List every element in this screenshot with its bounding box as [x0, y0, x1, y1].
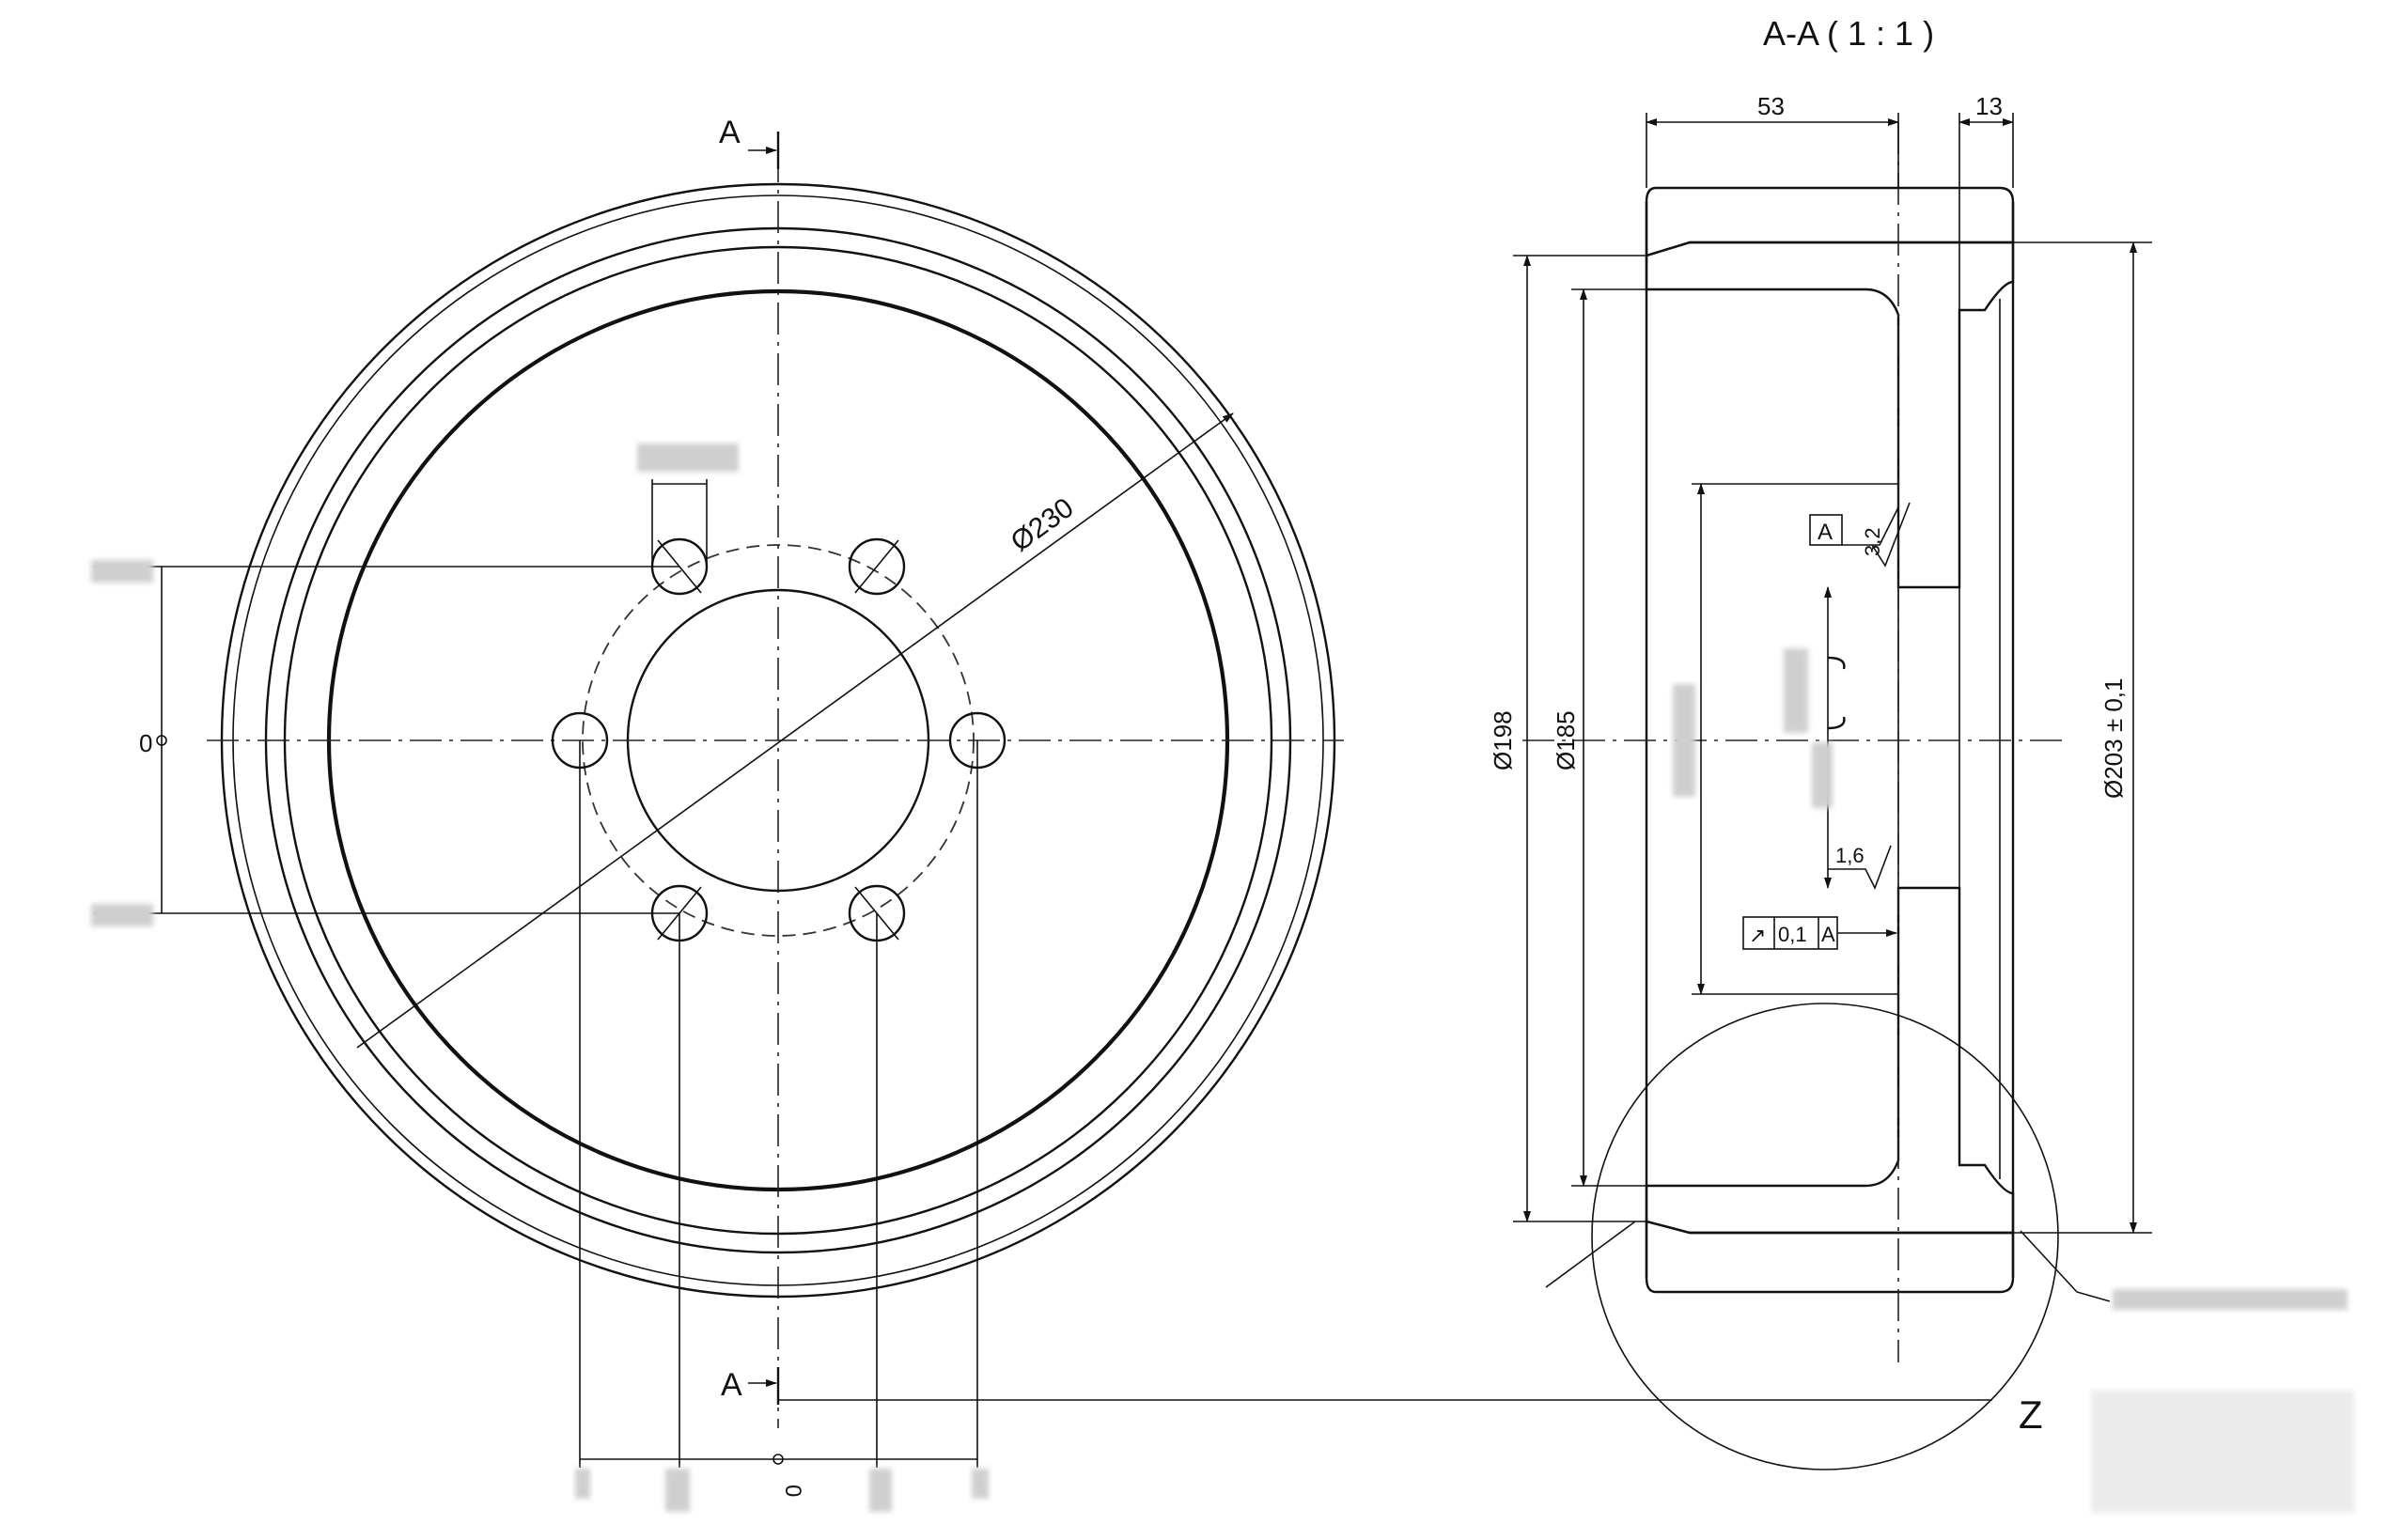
redacted-dimension — [575, 1469, 590, 1499]
datum-box — [1809, 514, 1843, 546]
diameter-dimension-line — [356, 412, 1234, 1049]
diameter-label: Ø230 — [1006, 492, 1080, 558]
detail-circle — [1591, 1003, 2059, 1470]
redacted-hole-callout — [637, 443, 739, 472]
cut-label-top: A — [719, 115, 741, 150]
redacted-dimension — [665, 1469, 690, 1512]
cut-label-bottom: A — [721, 1367, 742, 1403]
section-view: A-A ( 1 : 1 ) 53 13 Ø198 — [1489, 14, 2354, 1513]
redacted-dimension — [972, 1469, 989, 1499]
datum-label: A — [1818, 520, 1833, 545]
redacted-bore-dimension — [1673, 684, 1695, 797]
zero-bottom-label: 0 — [780, 1485, 805, 1497]
redacted-material-note — [2113, 1289, 2348, 1310]
redacted-dimension — [91, 904, 153, 926]
redacted-dimension — [869, 1469, 892, 1512]
runout-datum: A — [1821, 923, 1835, 946]
front-view: Ø230 0 0 A A — [91, 115, 1992, 1512]
runout-frame: ↗ 0,1 A — [1742, 916, 1897, 950]
width-label: 53 — [1757, 92, 1785, 120]
redacted-detail-area — [2091, 1391, 2354, 1513]
inner-diameter-label: Ø185 — [1552, 710, 1580, 770]
tread-top — [1645, 186, 2015, 257]
runout-symbol: ↗ — [1749, 924, 1766, 947]
section-title: A-A ( 1 : 1 ) — [1763, 14, 1934, 53]
runout-value: 0,1 — [1778, 923, 1807, 946]
rim-label: 13 — [1975, 92, 2003, 120]
roughness-bottom-label: 1,6 — [1835, 844, 1865, 867]
outer-diameter-label: Ø198 — [1489, 710, 1517, 770]
redacted-hub-dimension — [1812, 742, 1833, 808]
tread-diameter-label: Ø203 ± 0,1 — [2099, 678, 2128, 799]
redacted-hub-dimension — [1784, 648, 1808, 733]
detail-label: Z — [2019, 1392, 2043, 1437]
wheel-body-lower — [1645, 886, 2015, 1235]
redacted-dimension — [91, 560, 153, 583]
bolt-hole — [848, 537, 906, 596]
zero-left-label: 0 — [139, 729, 152, 757]
roughness-top-label: 3,2 — [1861, 527, 1884, 556]
